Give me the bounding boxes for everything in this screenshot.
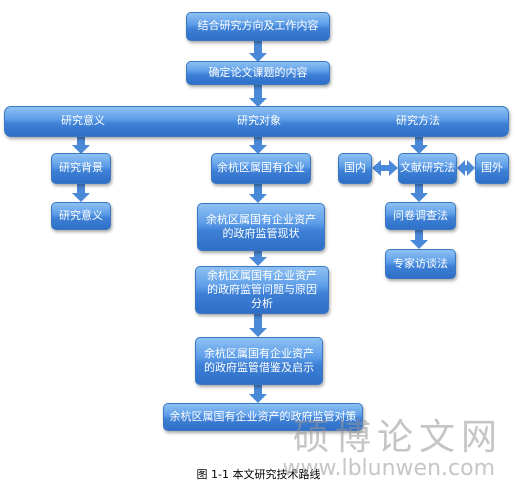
node-literature-method: 文献研究法 [398,153,457,184]
node-supervision-status: 余杭区属国有企业资产的政府监管现状 [197,203,325,251]
arrow-right-lit-survey [410,183,428,202]
node-background: 研究背景 [51,153,111,184]
arrow-top2-band [249,84,267,107]
node-domestic: 国内 [338,153,372,184]
arrow-center-d-e [249,384,267,403]
arrow-domestic-literature [372,160,398,176]
band-label-significance: 研究意义 [61,114,105,128]
arrow-band-left [72,137,90,154]
arrow-left-a-b [72,183,90,202]
node-problem-analysis: 余杭区属国有企业资产的政府监管问题与原因分析 [195,266,329,314]
node-topic-content: 确定论文课题的内容 [186,61,330,85]
node-significance: 研究意义 [51,202,111,230]
node-interview-method: 专家访谈法 [385,249,456,279]
arrow-right-survey-interview [410,230,428,249]
arrow-literature-foreign [457,160,475,176]
node-countermeasures: 余杭区属国有企业资产的政府监管对策 [163,403,363,431]
node-soe: 余杭区属国有企业 [211,153,311,184]
arrow-center-c-d [249,314,267,337]
arrow-band-right [410,137,428,154]
node-foreign: 国外 [475,153,509,184]
band-label-method: 研究方法 [396,114,440,128]
arrow-band-center [249,137,267,154]
node-survey-method: 问卷调查法 [385,202,456,230]
band-label-object: 研究对象 [237,114,281,128]
arrow-center-a-b [249,183,267,203]
node-research-direction: 结合研究方向及工作内容 [186,12,330,41]
arrow-center-b-c [249,250,267,266]
node-lessons: 余杭区属国有企业资产的政府监管借鉴及启示 [195,337,323,385]
arrow-top1-top2 [249,41,267,62]
figure-caption: 图 1-1 本文研究技术路线 [196,468,321,481]
band-research-overview: 研究意义 研究对象 研究方法 [4,106,509,137]
